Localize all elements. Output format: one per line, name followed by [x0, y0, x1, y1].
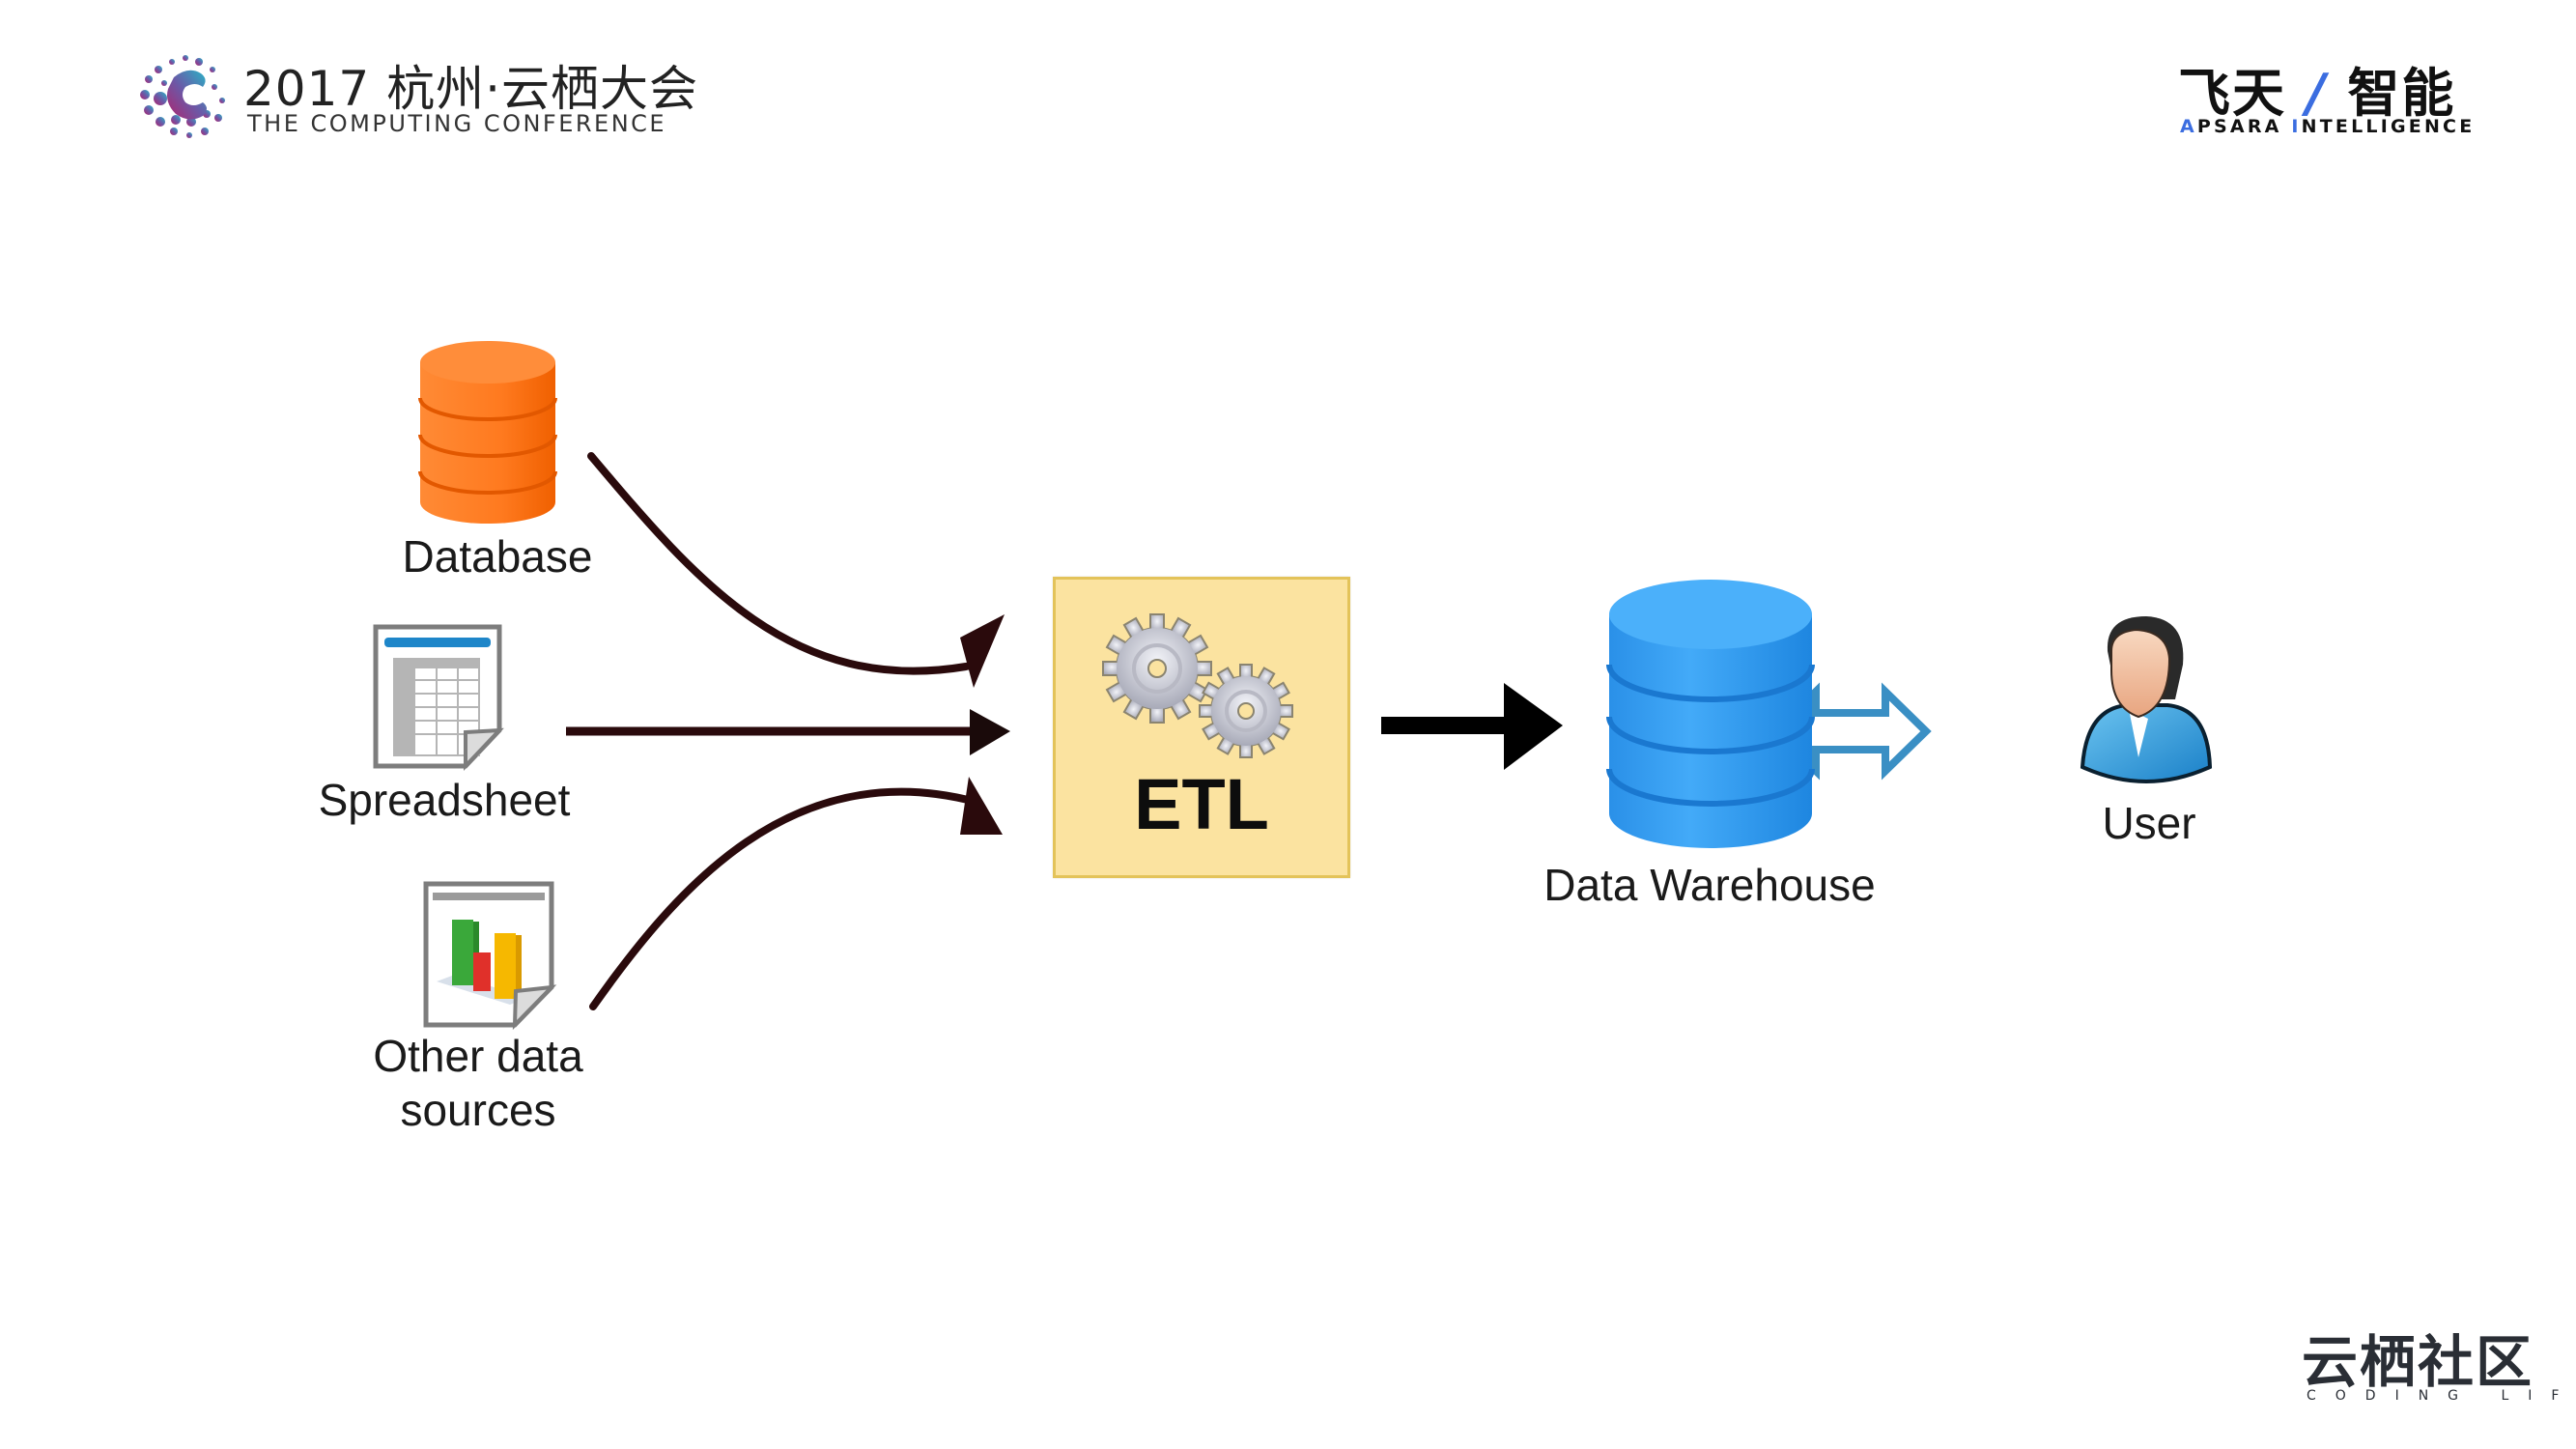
- other-data-sources-label-line1: Other data: [373, 1031, 583, 1081]
- arrow-etl-to-warehouse: [1381, 683, 1563, 770]
- apsara-intelligence-logo: 飞天 / 智能: [2178, 50, 2455, 127]
- spreadsheet-icon: [373, 624, 504, 772]
- conference-logo-icon: [140, 55, 225, 138]
- brand-en-part1: PSARA: [2196, 116, 2292, 137]
- spreadsheet-label: Spreadsheet: [318, 775, 571, 825]
- data-warehouse-label: Data Warehouse: [1543, 860, 1876, 910]
- brand-cn-left: 飞天: [2178, 63, 2286, 124]
- conference-subtitle: THE COMPUTING CONFERENCE: [247, 110, 667, 137]
- chart-document-icon: [423, 881, 557, 1031]
- etl-process-box: [1053, 577, 1350, 878]
- brand-en-initial-i: I: [2291, 116, 2302, 137]
- other-data-sources-label: Other data sources: [348, 1029, 609, 1137]
- double-arrow-warehouse-user: [1769, 682, 1932, 781]
- database-icon: [418, 341, 557, 524]
- coding-life-text: CODING LIFE: [2307, 1388, 2576, 1404]
- arrow-database-to-etl: [587, 452, 1005, 688]
- brand-slash: /: [2306, 63, 2328, 124]
- data-warehouse-icon: [1606, 580, 1815, 848]
- brand-cn-right: 智能: [2347, 63, 2456, 124]
- brand-en-initial-a: A: [2180, 116, 2197, 137]
- user-label: User: [2102, 798, 2196, 848]
- arrow-other-to-etl: [589, 777, 1003, 1010]
- gears-icon: [1102, 613, 1293, 758]
- arrow-spreadsheet-to-etl: [566, 709, 1010, 755]
- other-data-sources-label-line2: sources: [400, 1085, 556, 1135]
- conference-title: 2017 杭州·云栖大会: [243, 61, 699, 117]
- yunqi-community-logo: 云栖社区: [2302, 1329, 2534, 1395]
- brand-en-part2: NTELLIGENCE: [2301, 116, 2476, 137]
- etl-label: ETL: [1134, 764, 1269, 844]
- apsara-intelligence-text: APSARA INTELLIGENCE: [2180, 116, 2475, 137]
- database-label: Database: [402, 531, 593, 582]
- user-icon: [2080, 616, 2213, 783]
